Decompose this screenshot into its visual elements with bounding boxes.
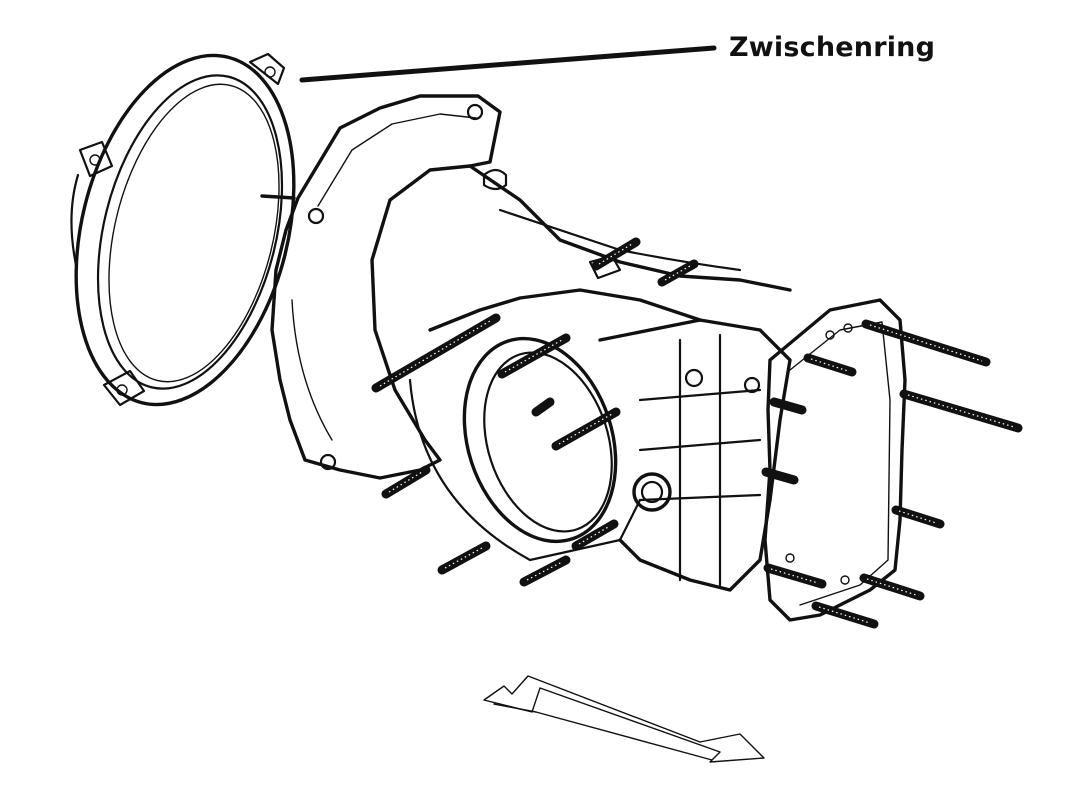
direction-arrow-icon: [483, 675, 765, 763]
stud-12: [803, 353, 857, 377]
callout-label-zwischenring: Zwischenring: [729, 32, 936, 63]
stud-15: [761, 467, 799, 485]
stud-13: [899, 389, 1023, 433]
stud-09: [591, 237, 641, 271]
bellhousing-icon: [270, 94, 508, 480]
stud-06: [437, 541, 491, 575]
studs-group: [371, 237, 1023, 629]
stud-02: [497, 333, 571, 379]
stud-04: [551, 407, 621, 451]
stud-14: [769, 397, 807, 415]
stud-01: [371, 313, 501, 393]
callout-leader-line: [299, 45, 717, 83]
gearbox-housing-icon: [408, 164, 907, 622]
stud-16: [891, 505, 945, 529]
stud-11: [861, 319, 991, 367]
stud-07: [519, 555, 571, 587]
stud-19: [811, 601, 879, 629]
stud-18: [859, 573, 925, 601]
ring-icon: [70, 52, 296, 407]
stud-03: [531, 397, 555, 417]
stud-05: [381, 465, 431, 499]
stud-10: [657, 259, 699, 287]
stud-17: [763, 563, 827, 589]
stud-08: [571, 519, 619, 551]
